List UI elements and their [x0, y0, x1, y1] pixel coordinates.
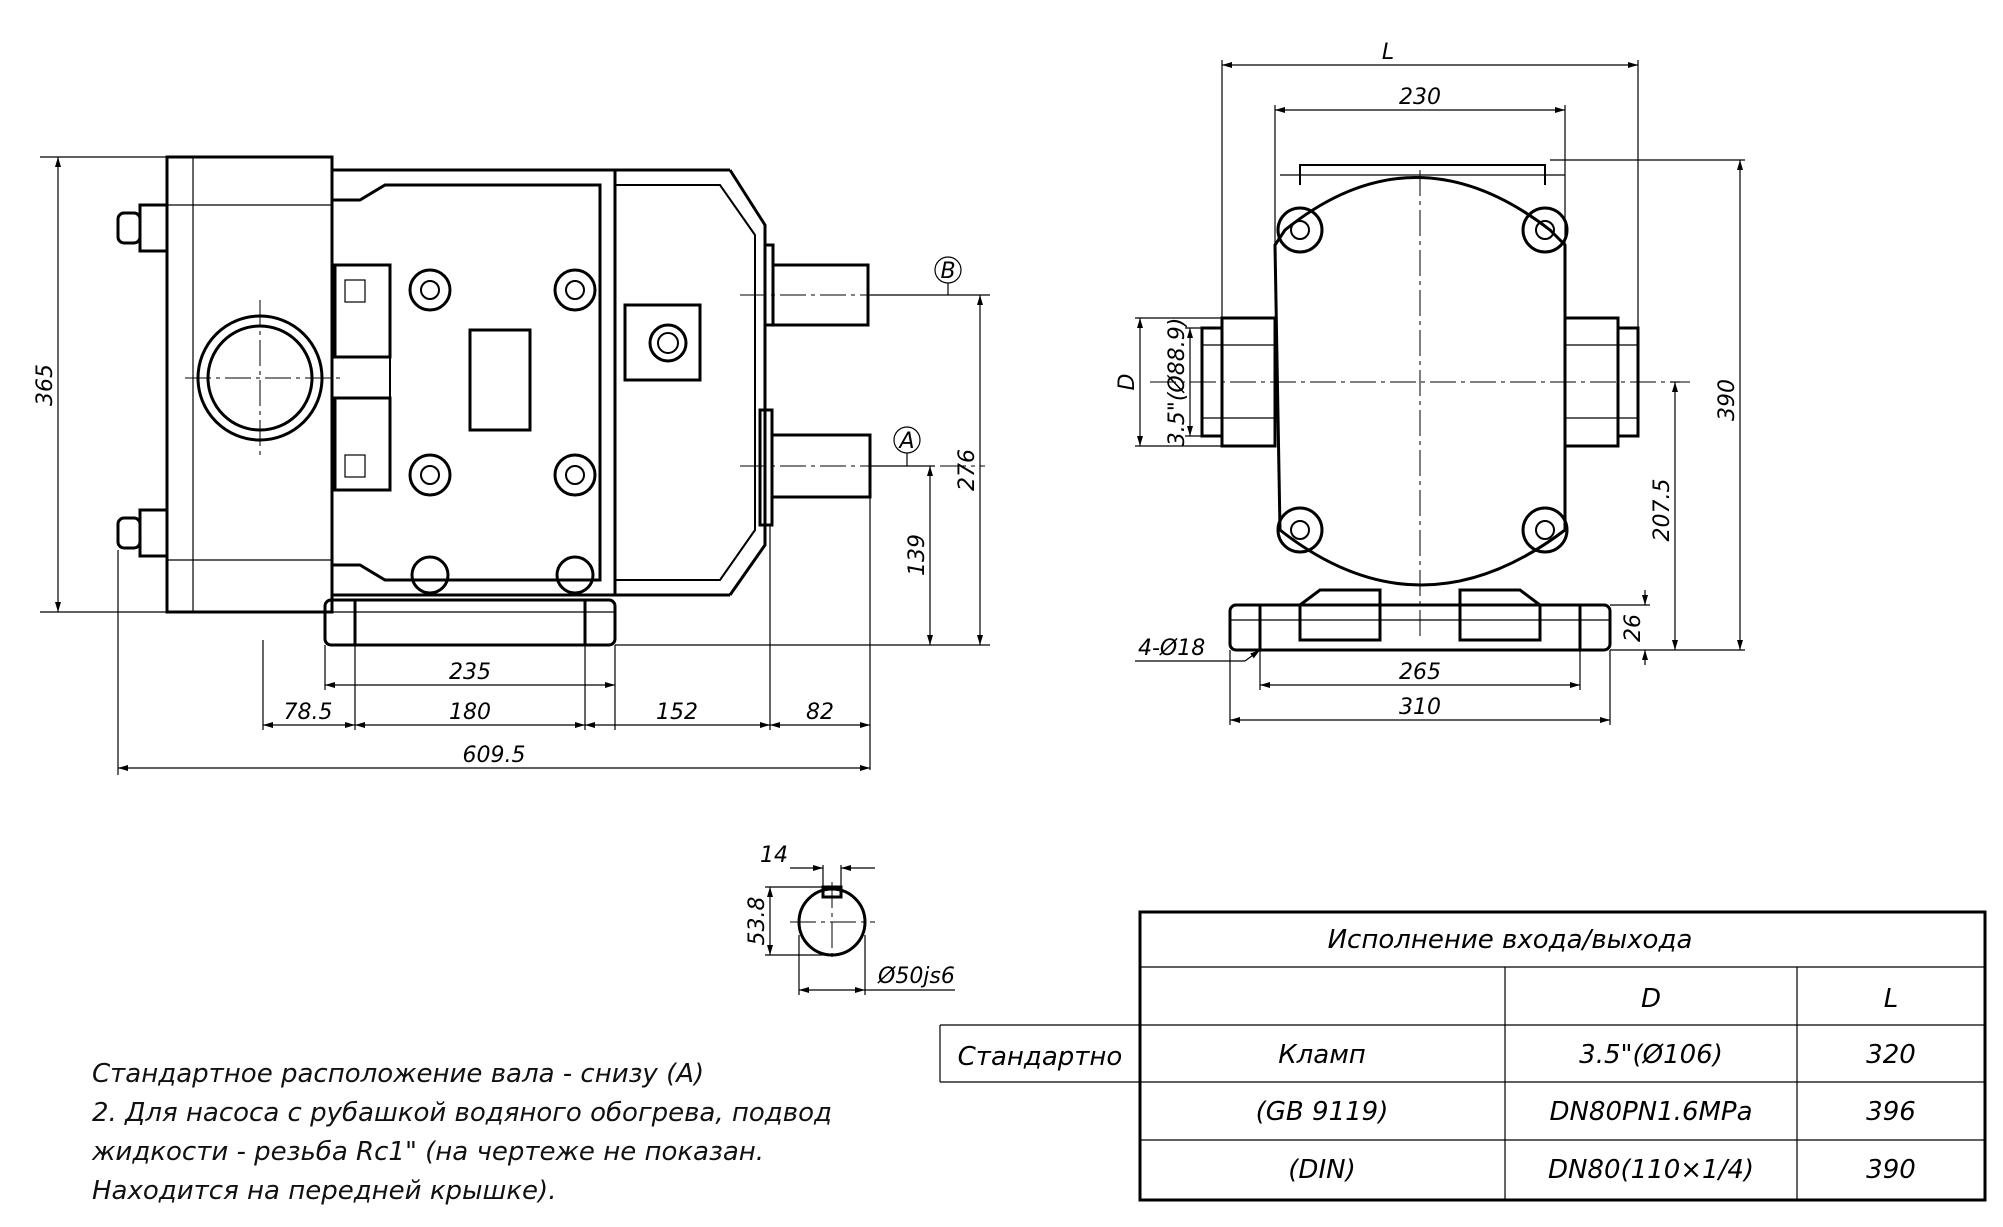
bolt-upper — [116, 203, 169, 253]
dim-235: 235 — [324, 645, 616, 730]
pump-body — [330, 168, 617, 597]
side-port-left — [1200, 316, 1277, 448]
dim-26: 26 — [1610, 590, 1650, 665]
table-cell: 3.5"(Ø106) — [1579, 1040, 1723, 1070]
dim-port-size: 3.5"(Ø88.9) — [1165, 318, 1202, 447]
svg-text:Ø50js6: Ø50js6 — [877, 964, 955, 989]
spec-table: Исполнение входа/выхода D L Стандартно К… — [939, 910, 1987, 1202]
side-view: L 230 D 3.5"(Ø88.9) 390 — [1115, 40, 1745, 725]
dim-holes: 4-Ø18 — [1135, 636, 1261, 662]
svg-text:4-Ø18: 4-Ø18 — [1138, 636, 1205, 661]
table-cell: Кламп — [1278, 1040, 1366, 1070]
table-row-label: Стандартно — [958, 1042, 1123, 1072]
dim-310: 310 — [1229, 650, 1611, 725]
rear-cover — [165, 155, 334, 614]
marker-b: B — [934, 256, 962, 295]
svg-text:365: 365 — [33, 364, 58, 406]
svg-text:207.5: 207.5 — [1650, 479, 1675, 542]
note-line: 2. Для насоса с рубашкой водяного обогре… — [92, 1098, 832, 1128]
svg-text:78.5: 78.5 — [284, 700, 333, 725]
bolt-lower — [116, 508, 169, 558]
dim-609-5: 609.5 — [118, 743, 870, 771]
side-body — [1273, 176, 1567, 587]
svg-text:B: B — [940, 259, 955, 284]
svg-text:139: 139 — [905, 534, 930, 576]
svg-text:3.5"(Ø88.9): 3.5"(Ø88.9) — [1165, 318, 1190, 447]
dim-207-5: 207.5 — [1650, 381, 1680, 650]
table-cell: 390 — [1866, 1155, 1916, 1185]
svg-text:14: 14 — [760, 843, 788, 868]
body-bolts — [408, 268, 597, 595]
marker-a: A — [893, 426, 921, 466]
note-line: Стандартное расположение вала - снизу (A… — [92, 1059, 705, 1089]
svg-text:180: 180 — [449, 700, 491, 725]
svg-text:390: 390 — [1715, 379, 1740, 421]
dim-L: L — [1221, 40, 1639, 328]
side-port-right — [1563, 316, 1640, 448]
svg-text:235: 235 — [449, 660, 491, 685]
table-col-d: D — [1641, 984, 1661, 1014]
svg-text:152: 152 — [656, 700, 698, 725]
front-view: B A 365 276 139 — [33, 155, 990, 775]
table-cell: (GB 9119) — [1256, 1097, 1389, 1127]
table-cell: 320 — [1866, 1040, 1916, 1070]
inlet-port — [185, 300, 340, 455]
nameplate — [468, 328, 532, 432]
svg-text:609.5: 609.5 — [463, 743, 526, 768]
dim-row-lower: 78.5 180 152 82 — [117, 497, 871, 775]
front-base — [323, 598, 617, 647]
note-line: жидкости - резьба Rc1" (на чертеже не по… — [92, 1137, 765, 1167]
table-cell: DN80(110×1/4) — [1548, 1155, 1754, 1185]
note-line: Находится на передней крышке). — [92, 1176, 557, 1206]
notes-block: Стандартное расположение вала - снизу (A… — [92, 1055, 912, 1211]
side-base — [1228, 588, 1612, 652]
svg-text:26: 26 — [1621, 614, 1646, 642]
table-col-l: L — [1884, 984, 1899, 1014]
dim-D: D — [1115, 317, 1222, 447]
svg-text:82: 82 — [806, 700, 834, 725]
dim-390: 390 — [1550, 159, 1745, 651]
svg-text:D: D — [1115, 374, 1140, 391]
dim-265: 265 — [1259, 650, 1581, 690]
table-title: Исполнение входа/выхода — [1328, 925, 1693, 955]
table-cell: (DIN) — [1288, 1155, 1355, 1185]
shaft-section: 14 53.8 Ø50js6 — [745, 843, 955, 995]
svg-text:L: L — [1382, 40, 1394, 65]
dim-key-width: 14 — [760, 843, 875, 887]
svg-text:230: 230 — [1399, 85, 1441, 110]
dim-230: 230 — [1274, 85, 1566, 245]
table-cell: DN80PN1.6MPa — [1549, 1097, 1752, 1127]
svg-text:A: A — [897, 429, 914, 454]
table-cell: 396 — [1866, 1097, 1916, 1127]
svg-text:53.8: 53.8 — [745, 897, 770, 946]
dim-key-depth: 53.8 — [745, 886, 832, 956]
svg-text:310: 310 — [1399, 695, 1441, 720]
dim-139: 139 — [870, 465, 935, 645]
side-bolts — [1276, 206, 1569, 554]
svg-text:276: 276 — [955, 449, 980, 491]
svg-text:265: 265 — [1399, 660, 1441, 685]
dim-shaft-diameter: Ø50js6 — [798, 935, 955, 995]
dim-276: 276 — [615, 294, 990, 646]
dim-365: 365 — [33, 156, 325, 613]
shaft-lower-a — [740, 408, 985, 527]
